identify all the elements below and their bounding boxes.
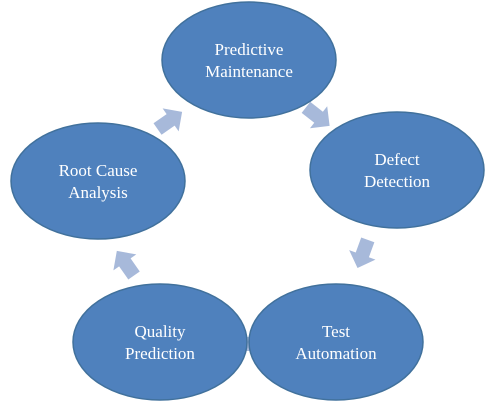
- arrow-shape: [301, 101, 330, 129]
- node-label-line: Detection: [364, 172, 431, 191]
- arrow-root-cause-analysis-to-predictive-maintenance: [153, 108, 183, 135]
- arrow-quality-prediction-to-root-cause-analysis: [113, 250, 140, 280]
- arrow-defect-detection-to-test-automation: [349, 237, 376, 269]
- node-ellipse: [10, 122, 186, 240]
- arrow-shape: [113, 250, 140, 280]
- node-label-line: Root Cause: [59, 161, 138, 180]
- node-label-line: Analysis: [68, 183, 128, 202]
- node-ellipse: [161, 1, 337, 119]
- node-label-line: Automation: [295, 344, 377, 363]
- node-label-line: Test: [322, 322, 350, 341]
- arrow-shape: [153, 108, 183, 135]
- arrow-shape: [349, 237, 376, 269]
- node-ellipse: [72, 283, 248, 401]
- node-label-line: Defect: [374, 150, 420, 169]
- node-label-line: Predictive: [215, 40, 284, 59]
- node-ellipse: [248, 283, 424, 401]
- arrow-predictive-maintenance-to-defect-detection: [301, 101, 330, 129]
- nodes-layer: PredictiveMaintenanceDefectDetectionTest…: [10, 1, 485, 401]
- node-label-line: Prediction: [125, 344, 195, 363]
- node-label-line: Quality: [135, 322, 186, 341]
- node-label-line: Maintenance: [205, 62, 293, 81]
- node-ellipse: [309, 111, 485, 229]
